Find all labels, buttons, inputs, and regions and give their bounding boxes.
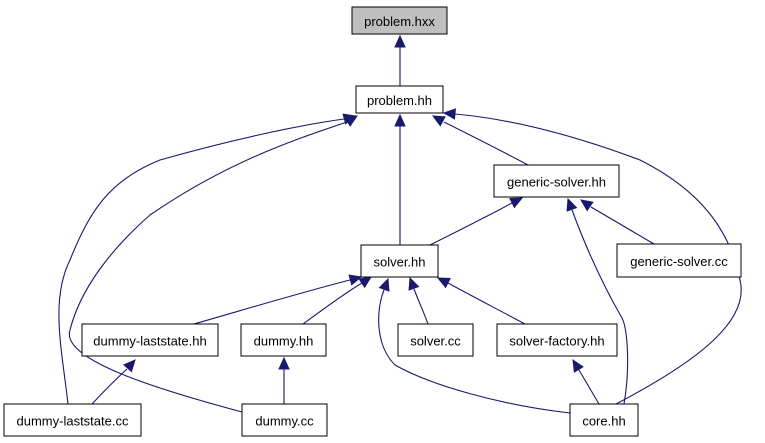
- node-label: solver-factory.hh: [509, 334, 604, 349]
- arrow-head-icon: [431, 115, 446, 127]
- edge-dummy-laststate-cc-to-dummy-laststate-hh: [91, 359, 136, 405]
- edge-solver-factory-hh-to-solver-hh: [436, 277, 526, 325]
- edge-line: [571, 209, 629, 405]
- node-dummy-cc[interactable]: dummy.cc: [241, 403, 328, 437]
- edge-line: [68, 121, 348, 413]
- edge-line: [58, 118, 345, 405]
- edge-core-hh-to-generic-solver-hh: [566, 197, 629, 405]
- edges-layer: [58, 34, 742, 414]
- node-label: generic-solver.cc: [630, 254, 728, 269]
- node-label: problem.hh: [367, 93, 432, 108]
- node-core-hh[interactable]: core.hh: [569, 403, 639, 437]
- arrow-head-icon: [394, 113, 406, 127]
- edge-dummy-laststate-cc-to-problem-hh: [58, 113, 357, 405]
- node-problem-hh[interactable]: problem.hh: [355, 85, 444, 114]
- arrow-head-icon: [123, 359, 136, 373]
- node-label: dummy.hh: [254, 334, 314, 349]
- node-generic-solver-hh[interactable]: generic-solver.hh: [493, 164, 620, 198]
- node-dummy-hh[interactable]: dummy.hh: [240, 323, 327, 357]
- edge-line: [454, 113, 742, 405]
- edge-problem-hh-to-problem-hxx: [394, 34, 406, 86]
- arrow-head-icon: [408, 276, 420, 291]
- arrow-head-icon: [580, 199, 594, 212]
- edge-line: [447, 282, 526, 325]
- node-box[interactable]: [81, 323, 219, 357]
- node-box[interactable]: [569, 403, 639, 437]
- arrow-head-icon: [509, 197, 524, 209]
- arrow-head-icon: [358, 276, 373, 289]
- edge-line: [193, 279, 351, 325]
- arrow-head-icon: [378, 277, 390, 292]
- node-problem-hxx[interactable]: problem.hxx: [351, 6, 448, 35]
- arrow-head-icon: [442, 108, 456, 120]
- node-label: generic-solver.hh: [507, 175, 606, 190]
- node-box[interactable]: [240, 323, 327, 357]
- arrow-head-icon: [278, 356, 290, 370]
- arrow-head-icon: [566, 197, 578, 212]
- node-box[interactable]: [355, 85, 444, 114]
- edge-solver-hh-to-problem-hh: [394, 113, 406, 245]
- node-label: dummy.cc: [255, 414, 314, 429]
- node-generic-solver-cc[interactable]: generic-solver.cc: [616, 243, 742, 278]
- edge-dummy-hh-to-solver-hh: [302, 276, 373, 325]
- arrow-head-icon: [348, 274, 363, 286]
- node-dummy-laststate-hh[interactable]: dummy-laststate.hh: [81, 323, 219, 357]
- edge-line: [578, 369, 600, 405]
- edge-line: [378, 289, 571, 414]
- edge-line: [413, 288, 429, 325]
- node-box[interactable]: [360, 244, 439, 278]
- edge-line: [590, 206, 655, 245]
- edge-core-hh-to-solver-hh: [378, 277, 571, 414]
- node-label: problem.hxx: [364, 14, 435, 29]
- nodes-layer: problem.hxx problem.hh generic-solver.hh ge…: [3, 6, 742, 437]
- node-label: dummy-laststate.hh: [93, 334, 206, 349]
- node-box[interactable]: [493, 164, 620, 198]
- edge-generic-solver-hh-to-problem-hh: [431, 115, 529, 166]
- node-label: solver.hh: [373, 255, 425, 270]
- arrow-head-icon: [394, 34, 406, 48]
- edge-dummy-cc-to-dummy-hh: [278, 356, 290, 404]
- node-solver-hh[interactable]: solver.hh: [360, 244, 439, 278]
- node-solver-cc[interactable]: solver.cc: [397, 323, 474, 357]
- arrow-head-icon: [344, 115, 359, 127]
- node-box[interactable]: [351, 6, 448, 35]
- node-box[interactable]: [397, 323, 474, 357]
- node-box[interactable]: [616, 243, 742, 278]
- edge-core-hh-to-solver-factory-hh: [572, 358, 600, 405]
- node-box[interactable]: [496, 323, 618, 357]
- node-dummy-laststate-cc[interactable]: dummy-laststate.cc: [3, 403, 142, 437]
- edge-solver-cc-to-solver-hh: [408, 276, 429, 325]
- edge-solver-hh-to-generic-solver-hh: [429, 197, 524, 246]
- edge-dummy-cc-to-problem-hh: [68, 115, 359, 413]
- edge-line: [443, 121, 529, 166]
- arrow-head-icon: [436, 277, 451, 289]
- edge-line: [91, 368, 128, 405]
- node-solver-factory-hh[interactable]: solver-factory.hh: [496, 323, 618, 357]
- node-box[interactable]: [3, 403, 142, 437]
- edge-dummy-laststate-hh-to-solver-hh: [193, 274, 363, 325]
- arrow-head-icon: [572, 358, 584, 373]
- edge-line: [302, 282, 363, 325]
- edge-generic-solver-cc-to-generic-solver-hh: [580, 199, 655, 245]
- edge-line: [429, 202, 513, 246]
- edge-core-hh-to-problem-hh: [442, 108, 742, 405]
- node-label: dummy-laststate.cc: [17, 414, 129, 429]
- node-box[interactable]: [241, 403, 328, 437]
- node-label: solver.cc: [410, 334, 461, 349]
- node-label: core.hh: [582, 414, 625, 429]
